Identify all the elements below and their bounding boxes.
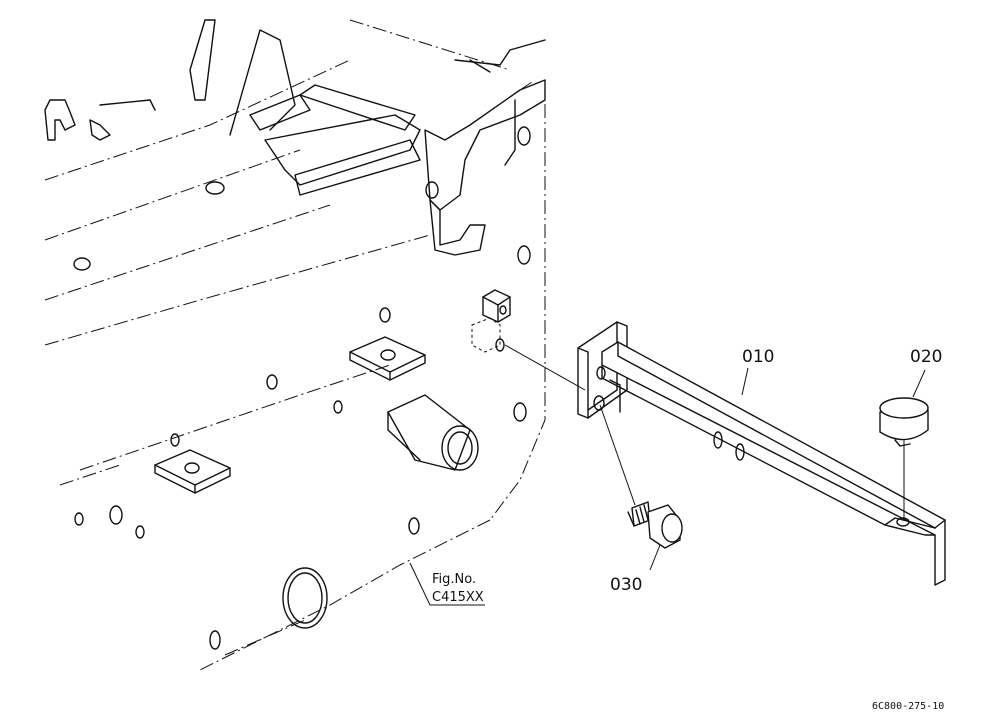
label-030: 030 (610, 575, 642, 595)
drawing-code: 6C800-275-10 (872, 701, 944, 712)
part-020-cap (879, 397, 929, 447)
part-030-bolt (627, 501, 683, 549)
figure-ref-line1: Fig.No. (432, 572, 476, 587)
label-020: 020 (910, 347, 942, 367)
figure-ref-line2: C415XX (432, 590, 484, 605)
assembly-lines (409, 344, 926, 606)
tractor-frame (44, 19, 546, 671)
label-010: 010 (742, 347, 774, 367)
part-010-bracket (577, 321, 946, 586)
